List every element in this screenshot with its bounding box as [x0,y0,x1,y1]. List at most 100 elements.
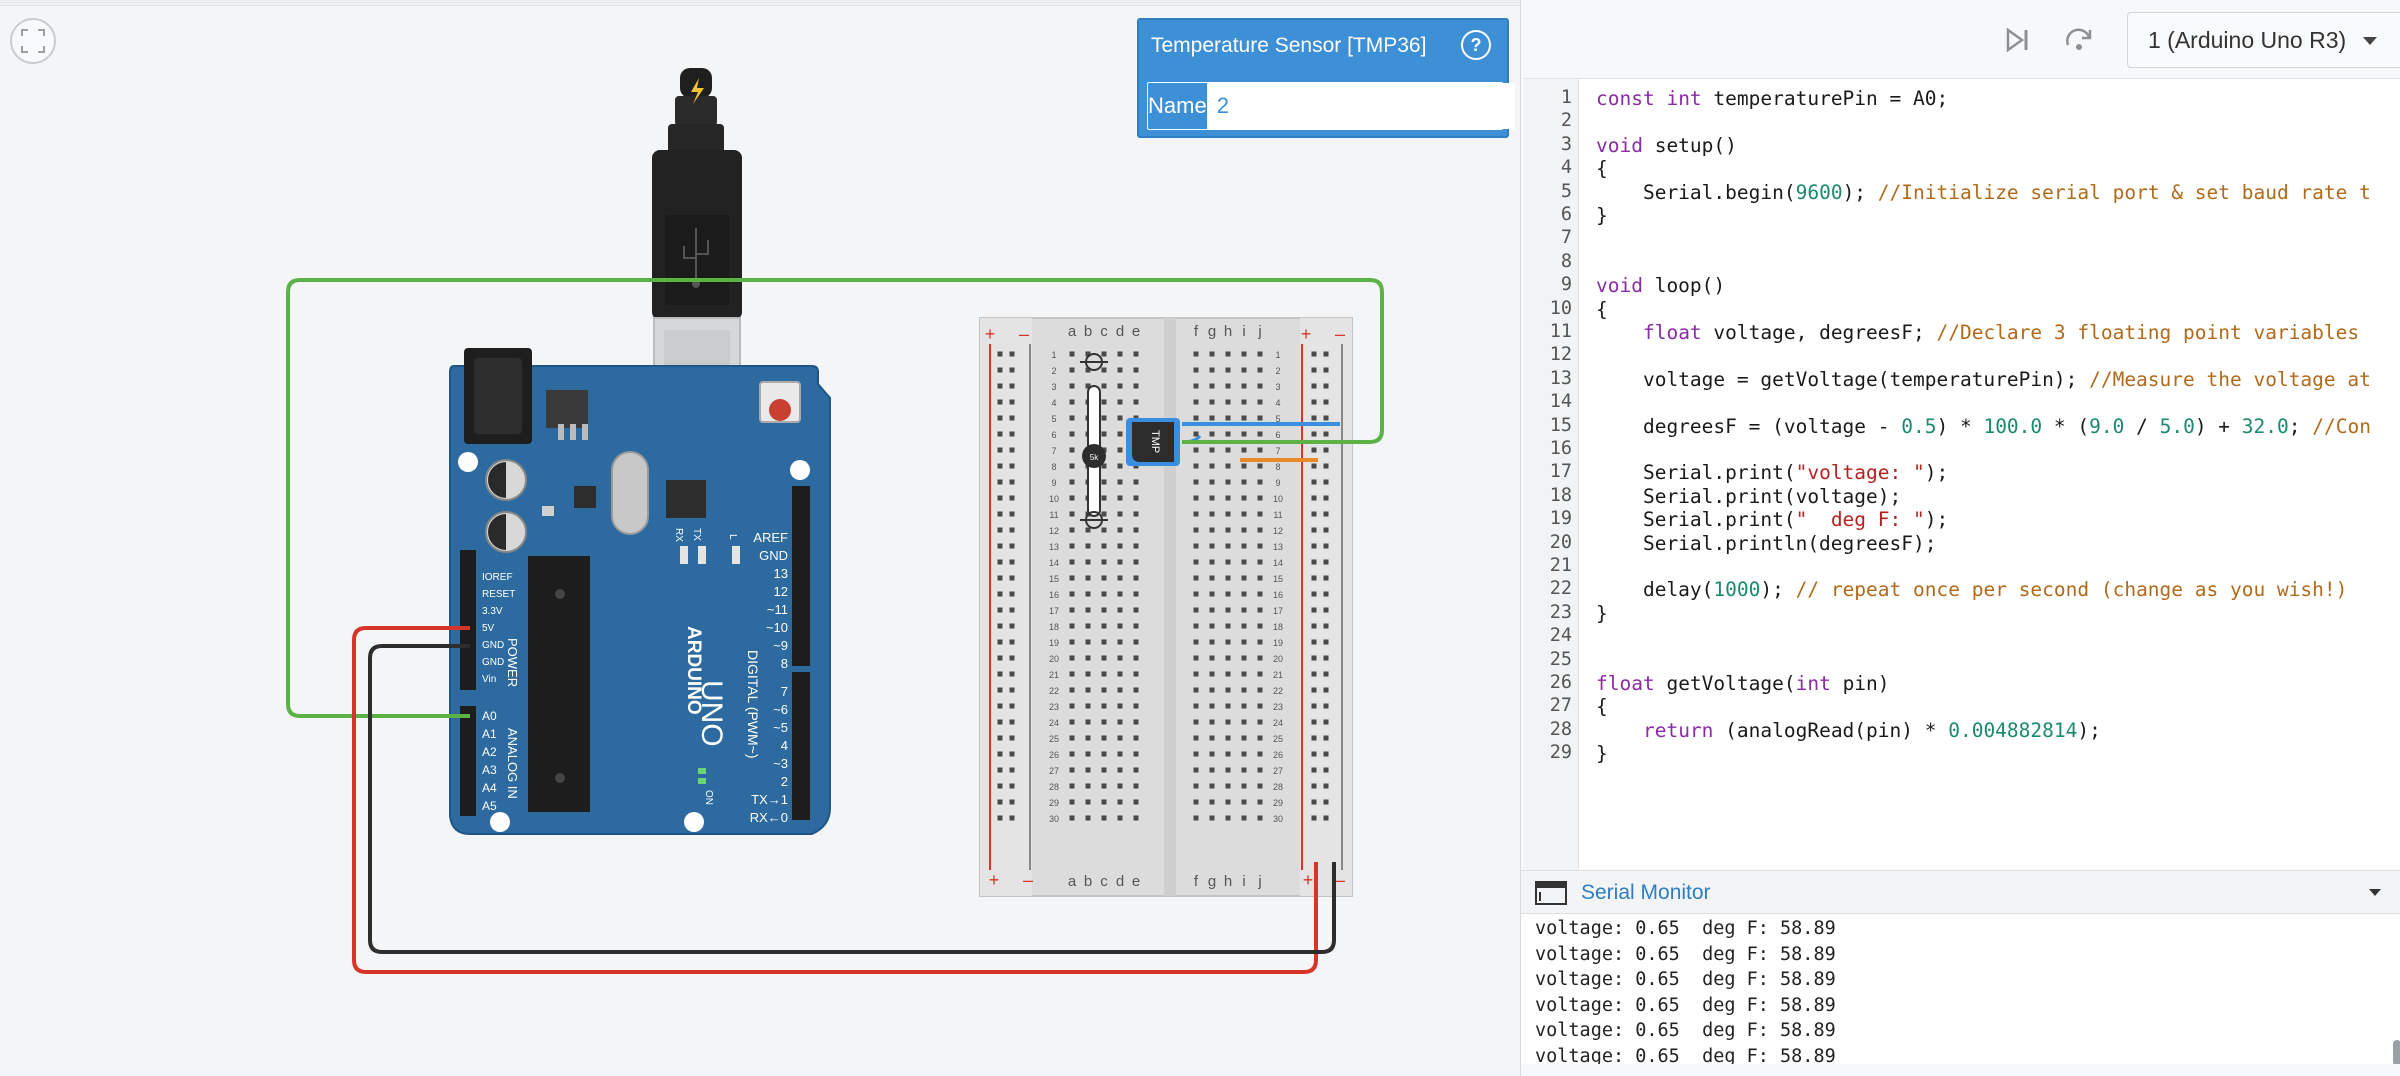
rail-hole[interactable] [1323,447,1329,453]
breadboard-hole[interactable] [1133,591,1139,597]
rail-hole[interactable] [1311,575,1317,581]
breadboard-hole[interactable] [1193,639,1199,645]
breadboard-hole[interactable] [1209,543,1215,549]
breadboard-hole[interactable] [1069,511,1075,517]
rail-hole[interactable] [1311,463,1317,469]
breadboard-hole[interactable] [1085,671,1091,677]
breadboard-hole[interactable] [1069,623,1075,629]
rail-hole[interactable] [1323,799,1329,805]
breadboard-hole[interactable] [1209,367,1215,373]
rail-hole[interactable] [1311,367,1317,373]
breadboard-hole[interactable] [1257,431,1263,437]
rail-hole[interactable] [1009,767,1015,773]
breadboard-hole[interactable] [1101,495,1107,501]
rail-hole[interactable] [997,479,1003,485]
rail-hole[interactable] [1323,511,1329,517]
breadboard-hole[interactable] [1209,655,1215,661]
breadboard-hole[interactable] [1209,351,1215,357]
breadboard-hole[interactable] [1133,367,1139,373]
rail-hole[interactable] [1009,751,1015,757]
breadboard-hole[interactable] [1133,479,1139,485]
code-line[interactable]: Serial.print(" deg F: "); [1596,508,1948,531]
breadboard-hole[interactable] [1069,671,1075,677]
breadboard-hole[interactable] [1225,559,1231,565]
breadboard-hole[interactable] [1133,639,1139,645]
breadboard-hole[interactable] [1085,783,1091,789]
component-name-input[interactable] [1206,83,1515,129]
rail-hole[interactable] [1323,383,1329,389]
rail-hole[interactable] [1311,799,1317,805]
rail-hole[interactable] [1323,671,1329,677]
breadboard-hole[interactable] [1101,399,1107,405]
breadboard-hole[interactable] [1241,511,1247,517]
rail-hole[interactable] [997,575,1003,581]
breadboard-hole[interactable] [1117,447,1123,453]
rail-hole[interactable] [1311,543,1317,549]
help-icon[interactable]: ? [1461,30,1491,60]
code-line[interactable]: float getVoltage(int pin) [1596,672,1890,695]
breadboard-hole[interactable] [1209,767,1215,773]
breadboard-hole[interactable] [1133,719,1139,725]
rail-hole[interactable] [1323,591,1329,597]
breadboard-hole[interactable] [1241,655,1247,661]
breadboard-hole[interactable] [1241,687,1247,693]
breadboard-hole[interactable] [1193,591,1199,597]
breadboard-hole[interactable] [1117,655,1123,661]
rail-hole[interactable] [997,591,1003,597]
rail-hole[interactable] [1009,671,1015,677]
rail-hole[interactable] [997,655,1003,661]
breadboard-hole[interactable] [1209,495,1215,501]
rail-hole[interactable] [997,543,1003,549]
code-line[interactable]: } [1596,602,1608,625]
rail-hole[interactable] [1311,783,1317,789]
rail-hole[interactable] [997,639,1003,645]
breadboard-hole[interactable] [1257,559,1263,565]
breadboard-hole[interactable] [1193,479,1199,485]
breadboard-hole[interactable] [1133,655,1139,661]
rail-hole[interactable] [1009,687,1015,693]
breadboard-hole[interactable] [1085,351,1091,357]
breadboard-hole[interactable] [1225,431,1231,437]
breadboard-hole[interactable] [1225,639,1231,645]
rail-hole[interactable] [1323,463,1329,469]
code-line[interactable]: Serial.println(degreesF); [1596,532,1937,555]
breadboard-hole[interactable] [1257,799,1263,805]
breadboard-hole[interactable] [1133,735,1139,741]
rail-hole[interactable] [1311,383,1317,389]
breadboard-hole[interactable] [1101,415,1107,421]
breadboard-hole[interactable] [1209,415,1215,421]
rail-hole[interactable] [997,783,1003,789]
breadboard-hole[interactable] [1101,671,1107,677]
breadboard-hole[interactable] [1133,703,1139,709]
breadboard-hole[interactable] [1133,495,1139,501]
breadboard-hole[interactable] [1133,607,1139,613]
breadboard-hole[interactable] [1225,479,1231,485]
breadboard-hole[interactable] [1085,367,1091,373]
breadboard-hole[interactable] [1225,591,1231,597]
breadboard-hole[interactable] [1133,783,1139,789]
breadboard-hole[interactable] [1193,767,1199,773]
breadboard-hole[interactable] [1209,559,1215,565]
rail-hole[interactable] [1311,671,1317,677]
breadboard-hole[interactable] [1209,383,1215,389]
rail-hole[interactable] [1009,639,1015,645]
device-select[interactable]: 1 (Arduino Uno R3) [2127,12,2400,68]
breadboard-hole[interactable] [1193,815,1199,821]
rail-hole[interactable] [1009,511,1015,517]
rail-hole[interactable] [1323,351,1329,357]
rail-hole[interactable] [997,431,1003,437]
breadboard-hole[interactable] [1257,463,1263,469]
fit-view-button[interactable] [10,18,56,64]
breadboard-hole[interactable] [1193,527,1199,533]
breadboard-hole[interactable] [1209,511,1215,517]
breadboard-hole[interactable] [1193,383,1199,389]
breadboard-hole[interactable] [1117,815,1123,821]
breadboard-hole[interactable] [1133,623,1139,629]
breadboard-hole[interactable] [1117,351,1123,357]
breadboard-hole[interactable] [1069,607,1075,613]
breadboard-hole[interactable] [1225,735,1231,741]
code-line[interactable]: Serial.print(voltage); [1596,485,1901,508]
breadboard-hole[interactable] [1117,591,1123,597]
rail-hole[interactable] [1009,623,1015,629]
rail-hole[interactable] [1009,607,1015,613]
